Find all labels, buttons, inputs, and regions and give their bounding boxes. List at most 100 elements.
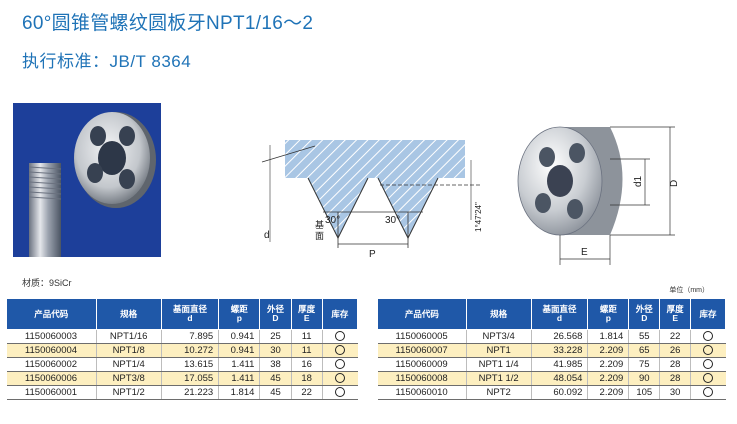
cell-stock	[322, 385, 358, 400]
cell-od: 65	[628, 343, 661, 358]
angle-right: 30°	[385, 215, 400, 226]
standard-label: 执行标准：JB/T 8364	[22, 52, 192, 71]
cell-base-dia: 41.985	[531, 357, 589, 372]
cell-code: 1150060006	[6, 371, 97, 386]
cell-pitch: 1.411	[218, 357, 261, 372]
cell-od: 45	[259, 385, 292, 400]
cell-spec: NPT1/8	[96, 343, 162, 358]
cell-base-dia: 26.568	[531, 329, 589, 344]
header-spec: 规格	[95, 298, 162, 330]
cell-stock	[690, 343, 726, 358]
cell-base-dia: 48.054	[531, 371, 589, 386]
cell-stock	[322, 343, 358, 358]
cell-thickness: 30	[659, 385, 692, 400]
label-d: d	[264, 230, 270, 241]
stock-circle-icon	[335, 373, 346, 384]
cell-stock	[322, 371, 358, 386]
label-taper: 1°47'24"	[474, 202, 483, 232]
cell-spec: NPT1/4	[96, 357, 162, 372]
cell-stock	[322, 357, 358, 372]
cell-code: 1150060008	[377, 371, 467, 386]
angle-left: 30°	[325, 215, 340, 226]
cell-pitch: 1.814	[218, 385, 261, 400]
cell-base-dia: 7.895	[161, 329, 220, 344]
cell-spec: NPT1/16	[96, 329, 162, 344]
cell-code: 1150060001	[6, 385, 97, 400]
cell-spec: NPT3/8	[96, 371, 162, 386]
cell-od: 105	[628, 385, 661, 400]
cell-stock	[690, 329, 726, 344]
cell-thickness: 11	[291, 329, 323, 344]
cell-code: 1150060004	[6, 343, 97, 358]
header-spec: 规格	[465, 298, 532, 330]
label-base-2: 面	[315, 231, 324, 241]
cell-pitch: 2.209	[587, 385, 630, 400]
cell-code: 1150060003	[6, 329, 97, 344]
cell-thickness: 28	[659, 371, 692, 386]
cell-spec: NPT1 1/4	[466, 357, 532, 372]
cell-od: 38	[259, 357, 292, 372]
cell-od: 55	[628, 329, 661, 344]
header-code: 产品代码	[377, 298, 467, 330]
label-D: D	[669, 180, 680, 187]
stock-circle-icon	[703, 345, 714, 356]
cell-od: 30	[259, 343, 292, 358]
cell-od: 75	[628, 357, 661, 372]
cell-base-dia: 10.272	[161, 343, 220, 358]
stock-circle-icon	[335, 359, 346, 370]
cell-pitch: 2.209	[587, 357, 630, 372]
header-stock: 库存	[321, 298, 359, 330]
cell-pitch: 2.209	[587, 371, 630, 386]
stock-circle-icon	[335, 331, 346, 342]
cell-thickness: 22	[291, 385, 323, 400]
cell-spec: NPT1	[466, 343, 532, 358]
cell-spec: NPT3/4	[466, 329, 532, 344]
cell-base-dia: 21.223	[161, 385, 220, 400]
cell-thickness: 18	[291, 371, 323, 386]
header-code: 产品代码	[6, 298, 97, 330]
cell-stock	[690, 385, 726, 400]
stock-circle-icon	[703, 373, 714, 384]
cell-base-dia: 33.228	[531, 343, 589, 358]
label-E: E	[581, 247, 588, 258]
cell-thickness: 16	[291, 357, 323, 372]
stock-circle-icon	[703, 331, 714, 342]
material-label: 材质：9SiCr	[22, 278, 72, 288]
cell-code: 1150060005	[377, 329, 467, 344]
cell-pitch: 2.209	[587, 343, 630, 358]
cell-code: 1150060009	[377, 357, 467, 372]
cell-pitch: 1.411	[218, 371, 261, 386]
cell-stock	[690, 357, 726, 372]
cell-spec: NPT1 1/2	[466, 371, 532, 386]
unit-label: 单位（mm）	[669, 287, 709, 294]
cell-thickness: 11	[291, 343, 323, 358]
cell-pitch: 0.941	[218, 343, 261, 358]
cell-thickness: 26	[659, 343, 692, 358]
cell-pitch: 1.814	[587, 329, 630, 344]
cell-spec: NPT1/2	[96, 385, 162, 400]
cell-pitch: 0.941	[218, 329, 261, 344]
cell-code: 1150060007	[377, 343, 467, 358]
cell-code: 1150060010	[377, 385, 467, 400]
stock-circle-icon	[703, 387, 714, 398]
thread-profile-diagram: d 30° 30° P 基 面 1°47'24"	[240, 120, 500, 260]
page-title: 60°圆锥管螺纹圆板牙NPT1/16～2	[22, 13, 314, 34]
cell-thickness: 28	[659, 357, 692, 372]
